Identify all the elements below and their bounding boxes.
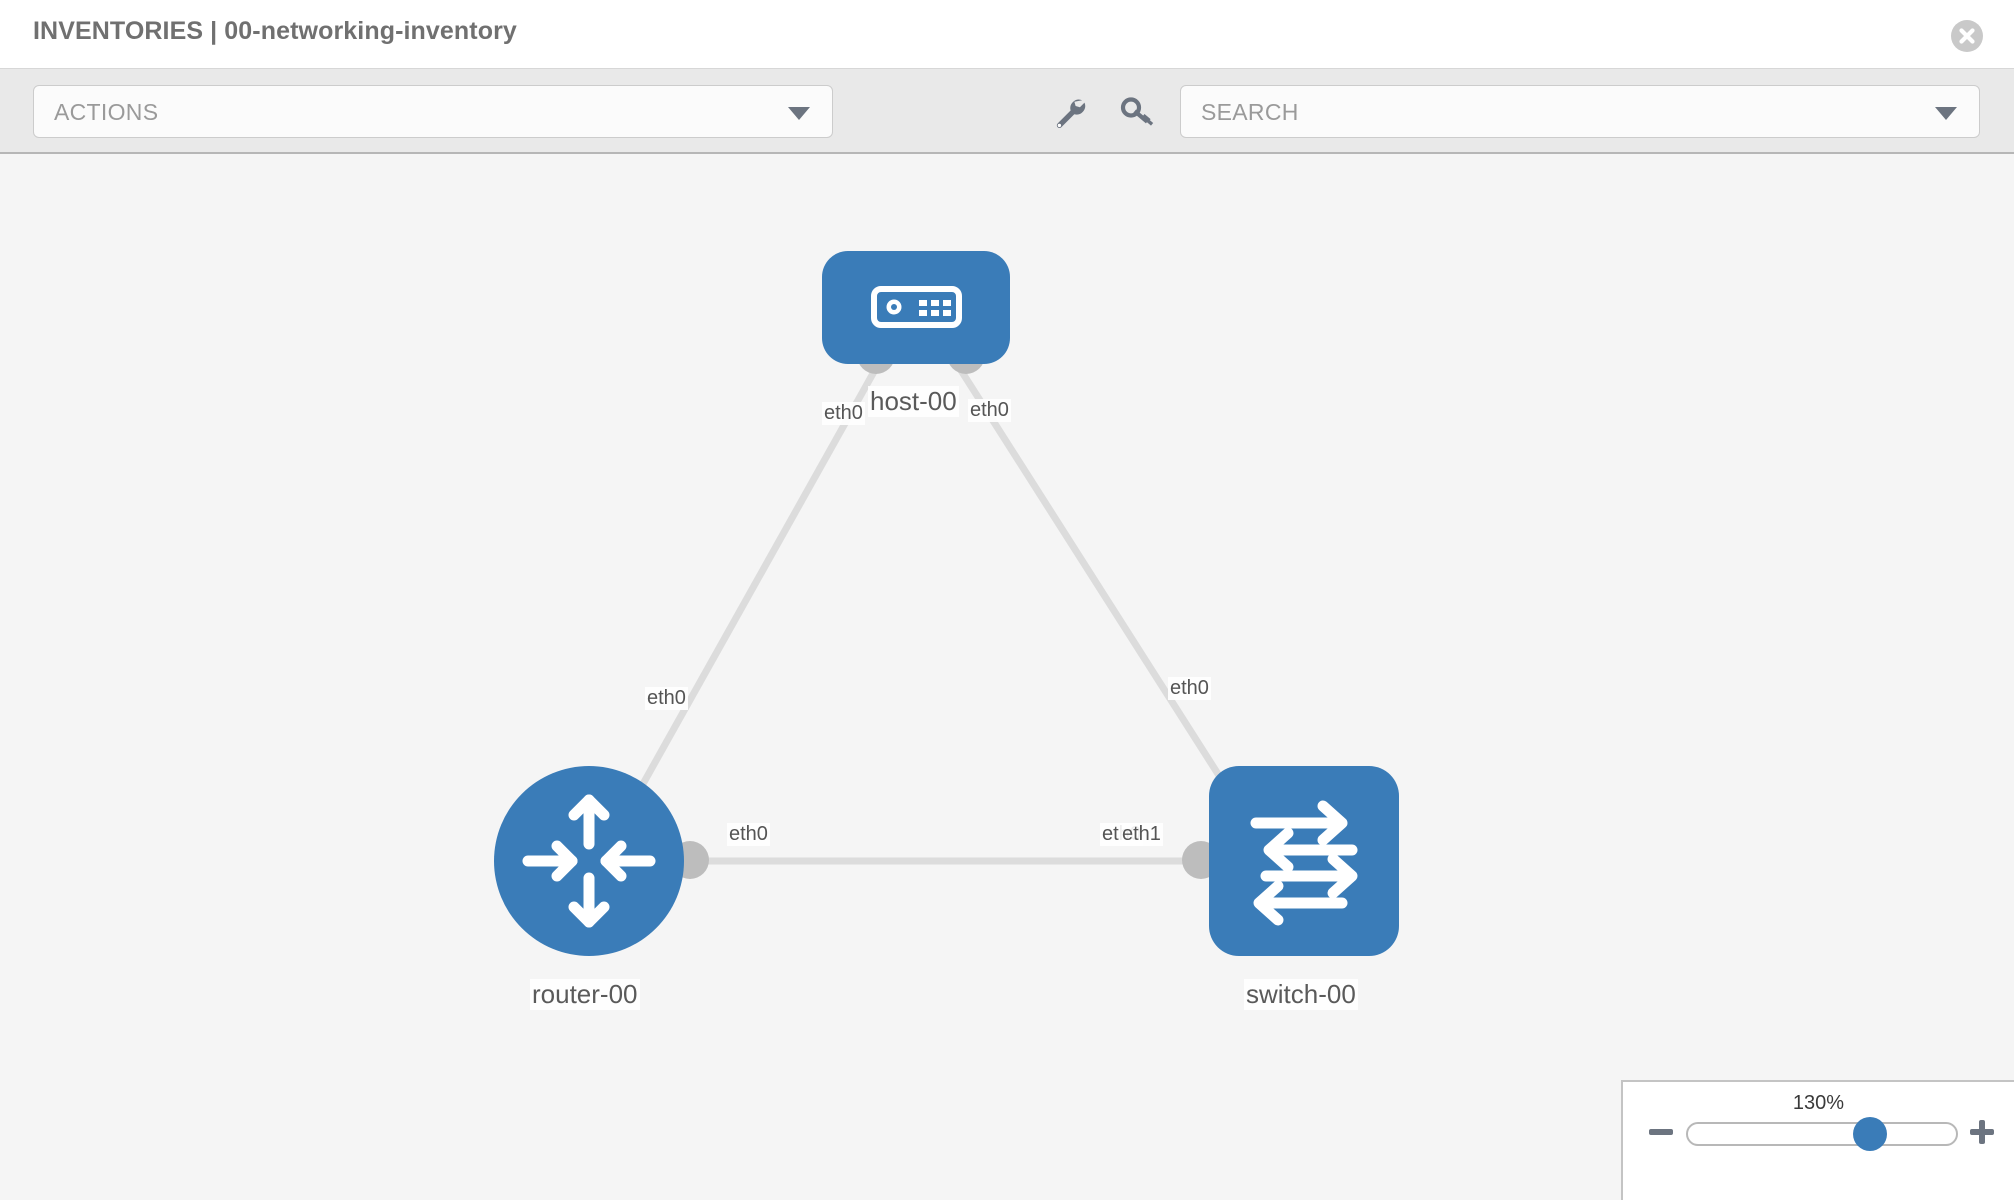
zoom-slider-thumb[interactable] xyxy=(1853,1117,1887,1151)
edge-label-router-00-switch: eth0 xyxy=(727,823,770,846)
actions-dropdown-label: ACTIONS xyxy=(54,99,159,125)
switch-arrows-icon xyxy=(1209,766,1399,956)
zoom-level-value: 130% xyxy=(1792,1092,1845,1114)
node-switch-00[interactable] xyxy=(1209,766,1399,956)
edge-label-switch-00-router: eth1 xyxy=(1120,823,1163,846)
node-switch-00-shape xyxy=(1209,766,1399,956)
toolbar: ACTIONS SEARCH xyxy=(0,69,2014,154)
router-arrows-icon xyxy=(494,766,684,956)
edge-label-router-00-host: eth0 xyxy=(645,687,688,710)
node-host-00[interactable] xyxy=(822,251,1010,364)
node-router-00[interactable] xyxy=(494,766,684,956)
node-host-00-shape xyxy=(822,251,1010,364)
chevron-down-icon xyxy=(1935,107,1957,120)
page-title: INVENTORIES | 00-networking-inventory xyxy=(33,17,517,45)
topology-canvas[interactable]: host-00 xyxy=(0,156,2014,1200)
edge-label-switch-00-host: eth0 xyxy=(1168,677,1211,700)
node-host-00-label: host-00 xyxy=(868,386,959,417)
node-router-00-label: router-00 xyxy=(530,979,640,1010)
actions-dropdown[interactable]: ACTIONS xyxy=(33,85,833,138)
edge-label-host-00-switch: eth0 xyxy=(968,399,1011,422)
chevron-down-icon xyxy=(788,107,810,120)
key-icon[interactable] xyxy=(1120,95,1154,129)
close-icon[interactable] xyxy=(1951,20,1983,52)
server-icon xyxy=(822,251,1010,364)
zoom-slider[interactable] xyxy=(1686,1117,1958,1151)
node-switch-00-label: switch-00 xyxy=(1244,979,1358,1010)
zoom-control-panel: 130% xyxy=(1621,1080,2014,1200)
wrench-icon[interactable] xyxy=(1052,95,1086,129)
page-header: INVENTORIES | 00-networking-inventory xyxy=(0,0,2014,69)
topology-edges xyxy=(621,359,1235,865)
search-dropdown[interactable]: SEARCH xyxy=(1180,85,1980,138)
edge-label-host-00-router: eth0 xyxy=(822,402,865,425)
minus-icon[interactable] xyxy=(1647,1118,1675,1146)
search-input[interactable]: SEARCH xyxy=(1201,99,1299,125)
plus-icon[interactable] xyxy=(1968,1118,1996,1146)
